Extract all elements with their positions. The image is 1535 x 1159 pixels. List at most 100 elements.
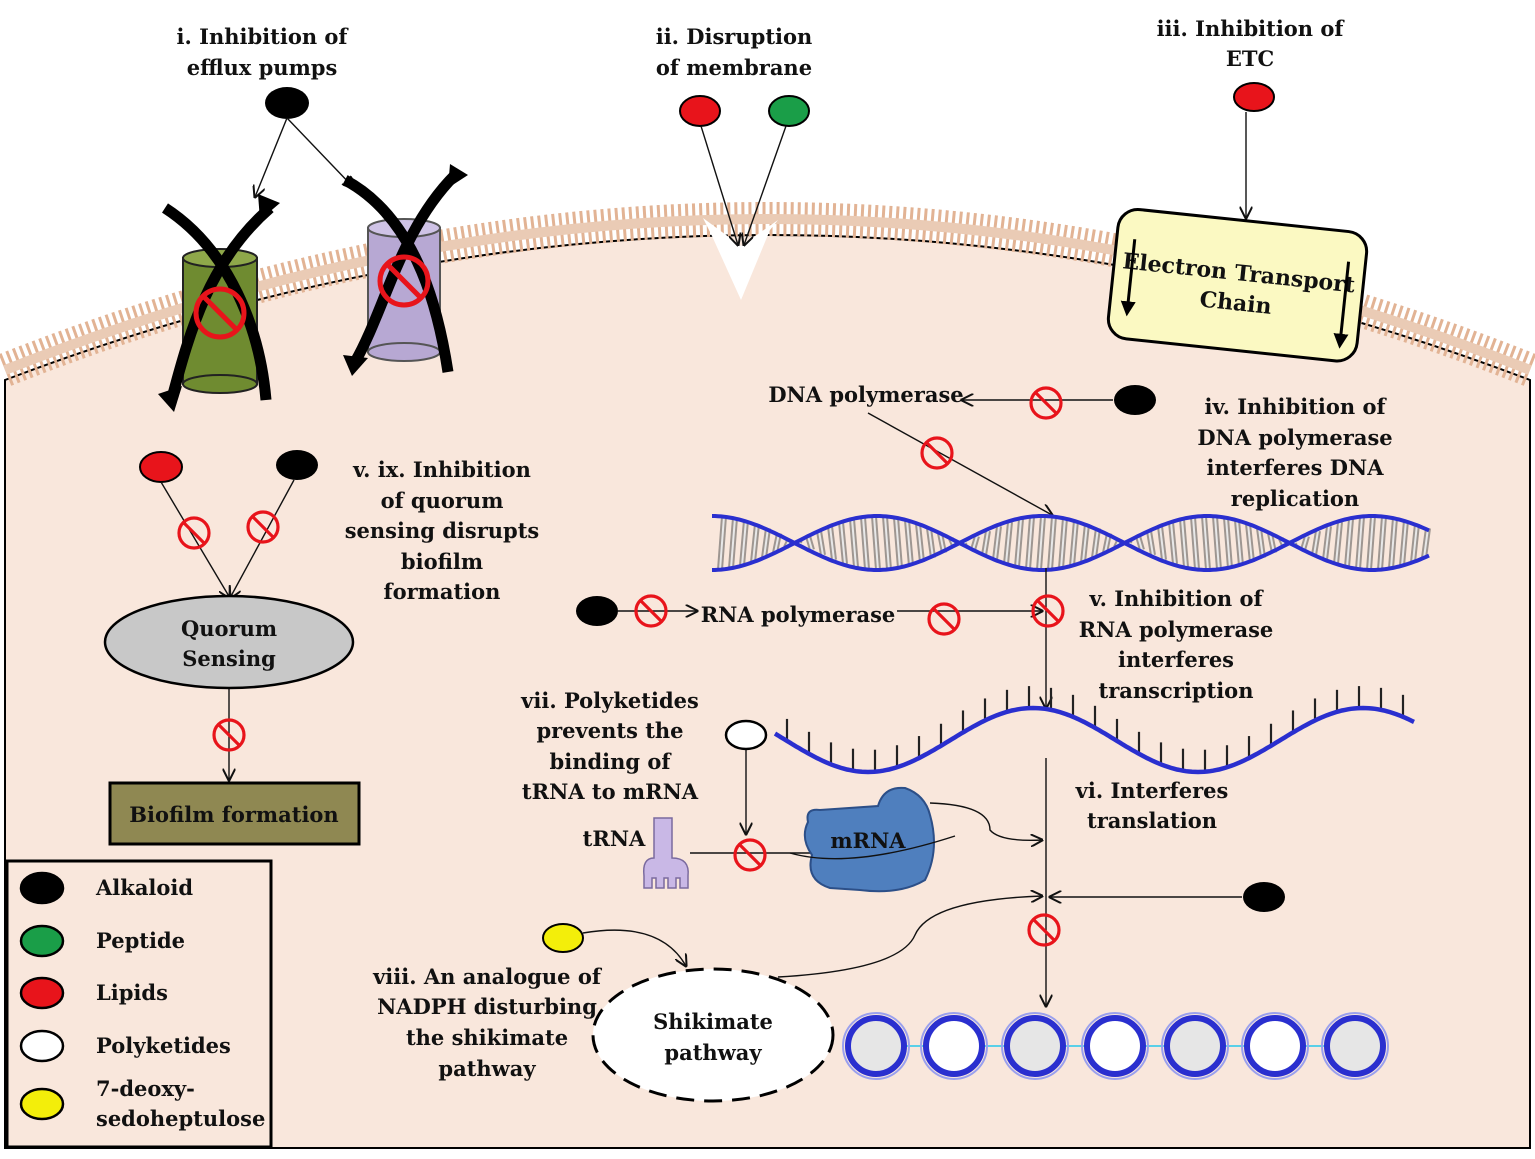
mrna-blob: mRNA — [803, 786, 935, 893]
membrane-title-line2: of membrane — [656, 55, 812, 80]
amino-acid-ring — [1084, 1015, 1146, 1077]
lipid-dot-membrane — [679, 95, 721, 127]
protein-ring-chain — [842, 1012, 1389, 1080]
alkaloid-dot-rna — [576, 596, 618, 626]
biofilm-box: Biofilm formation — [108, 781, 361, 846]
inhibit-icon — [1029, 386, 1063, 420]
quorum-inhib-line5: formation — [384, 579, 501, 604]
efflux-title-line1: i. Inhibition of — [177, 24, 350, 49]
membrane-disruption — [703, 218, 778, 300]
legend-label: Alkaloid — [95, 875, 193, 900]
inhibit-icon — [193, 286, 247, 340]
amino-acid-ring — [845, 1015, 907, 1077]
etc-box: Electron Transport Chain — [1106, 208, 1369, 363]
inhibit-icon — [634, 594, 668, 628]
efflux-title-line2: efflux pumps — [187, 55, 338, 80]
dna-inhibition-text: iv. Inhibition of DNA polymerase interfe… — [1197, 394, 1392, 511]
membrane-title-line1: ii. Disruption — [656, 24, 813, 49]
quorum-line2: Sensing — [182, 646, 276, 671]
biofilm-label: Biofilm formation — [129, 802, 338, 827]
dna-polymerase-label: DNA polymerase — [768, 382, 963, 407]
alkaloid-dot-translation — [1243, 882, 1285, 912]
dna-inhib-line1: iv. Inhibition of — [1205, 394, 1388, 419]
lipid-dot-etc — [1233, 82, 1275, 112]
inhibit-icon — [920, 436, 954, 470]
shikimate-inhib-line2: NADPH disturbing — [377, 994, 597, 1019]
etc-title-line2: ETC — [1226, 46, 1274, 71]
rna-inhib-line1: v. Inhibition of — [1088, 586, 1264, 611]
quorum-inhib-line3: sensing disrupts — [345, 518, 540, 543]
lipid-dot-quorum — [139, 451, 183, 483]
mrna-strand — [773, 686, 1415, 775]
amino-acid-ring — [1164, 1015, 1226, 1077]
legend-label: Polyketides — [96, 1033, 231, 1058]
legend-label: Peptide — [96, 928, 185, 953]
legend-label: 7-deoxy- — [96, 1076, 195, 1101]
inhibit-icon — [177, 516, 211, 550]
translation-line1: vi. Interferes — [1075, 778, 1229, 803]
shikimate-inhibition-text: viii. An analogue of NADPH disturbing th… — [372, 964, 603, 1081]
quorum-inhib-line1: v. ix. Inhibition — [352, 457, 531, 482]
quorum-inhibition-text: v. ix. Inhibition of quorum sensing disr… — [345, 457, 540, 604]
rna-inhib-line2: RNA polymerase — [1079, 617, 1274, 642]
amino-acid-ring — [923, 1015, 985, 1077]
legend-swatch — [19, 924, 65, 958]
inhibit-icon — [733, 838, 767, 872]
quorum-line1: Quorum — [181, 616, 277, 641]
peptide-dot-membrane — [768, 95, 810, 127]
dna-inhib-line3: interferes DNA — [1206, 455, 1384, 480]
dna-double-helix — [712, 514, 1431, 572]
trna-shape — [642, 817, 689, 889]
inhibit-icon — [377, 254, 431, 308]
amino-acid-ring — [1244, 1015, 1306, 1077]
quorum-sensing-node: Quorum Sensing — [103, 594, 355, 690]
shikimate-line1: Shikimate — [653, 1009, 773, 1034]
legend-label: Lipids — [96, 980, 168, 1005]
polyketides-line3: binding of — [550, 749, 673, 774]
legend-swatch — [19, 1029, 65, 1063]
shikimate-inhib-line3: the shikimate — [406, 1025, 568, 1050]
inhibit-icon — [212, 718, 246, 752]
inhibit-icon — [1031, 594, 1065, 628]
shikimate-line2: pathway — [664, 1040, 762, 1065]
deoxy-dot — [542, 923, 584, 953]
translation-line2: translation — [1087, 808, 1217, 833]
shikimate-inhib-line4: pathway — [438, 1056, 536, 1081]
legend-swatch — [19, 976, 65, 1010]
polyketides-line2: prevents the — [536, 718, 683, 743]
quorum-inhib-line2: of quorum — [381, 488, 504, 513]
rna-inhib-line3: interferes — [1118, 647, 1234, 672]
dna-inhib-line2: DNA polymerase — [1197, 425, 1392, 450]
amino-acid-ring — [1004, 1015, 1066, 1077]
inhibit-icon — [246, 510, 280, 544]
polyketides-line4: tRNA to mRNA — [522, 779, 699, 804]
alkaloid-dot-efflux — [265, 87, 309, 119]
rna-polymerase-label: RNA polymerase — [701, 602, 896, 627]
inhibition-symbols — [177, 254, 1065, 947]
trna-label: tRNA — [583, 826, 646, 851]
mrna-label: mRNA — [830, 828, 906, 853]
dna-inhib-line4: replication — [1231, 486, 1359, 511]
legend-label: sedoheptulose — [96, 1106, 265, 1131]
shikimate-inhib-line1: viii. An analogue of — [372, 964, 603, 989]
rna-inhibition-text: v. Inhibition of RNA polymerase interfer… — [1079, 586, 1274, 703]
polyketides-text: vii. Polyketides prevents the binding of… — [520, 688, 699, 804]
shikimate-node: Shikimate pathway — [591, 967, 835, 1103]
polyketides-line1: vii. Polyketides — [520, 688, 699, 713]
polyketide-dot — [724, 719, 768, 751]
inhibit-icon — [1027, 913, 1061, 947]
efflux-title: i. Inhibition of efflux pumps — [177, 24, 350, 80]
quorum-inhib-line4: biofilm — [401, 549, 483, 574]
legend-swatch — [19, 1087, 65, 1121]
amino-acid-ring — [1324, 1015, 1386, 1077]
etc-title-line1: iii. Inhibition of — [1157, 16, 1346, 41]
rna-inhib-line4: transcription — [1099, 678, 1254, 703]
alkaloid-dot-quorum — [276, 450, 318, 480]
efflux-pump-purple — [342, 164, 468, 376]
alkaloid-dot-dna — [1114, 385, 1156, 415]
legend-swatch — [19, 871, 65, 905]
inhibit-icon — [927, 602, 961, 636]
